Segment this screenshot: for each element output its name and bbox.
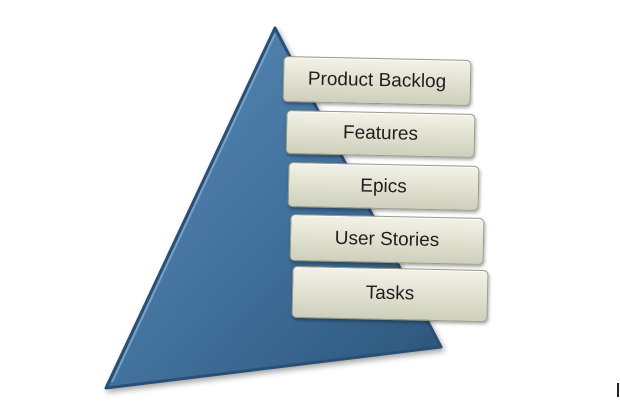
level-features: Features — [285, 110, 476, 158]
level-user-stories: User Stories — [289, 213, 485, 266]
edge-mark — [617, 383, 619, 397]
level-label: Product Backlog — [307, 68, 447, 93]
level-label: Epics — [360, 175, 407, 197]
pyramid-bevel — [111, 33, 276, 383]
level-label: Tasks — [365, 282, 415, 305]
level-product-backlog: Product Backlog — [282, 56, 472, 106]
level-label: User Stories — [334, 227, 440, 251]
level-tasks: Tasks — [291, 265, 489, 323]
level-epics: Epics — [287, 162, 480, 211]
level-label: Features — [342, 122, 419, 145]
